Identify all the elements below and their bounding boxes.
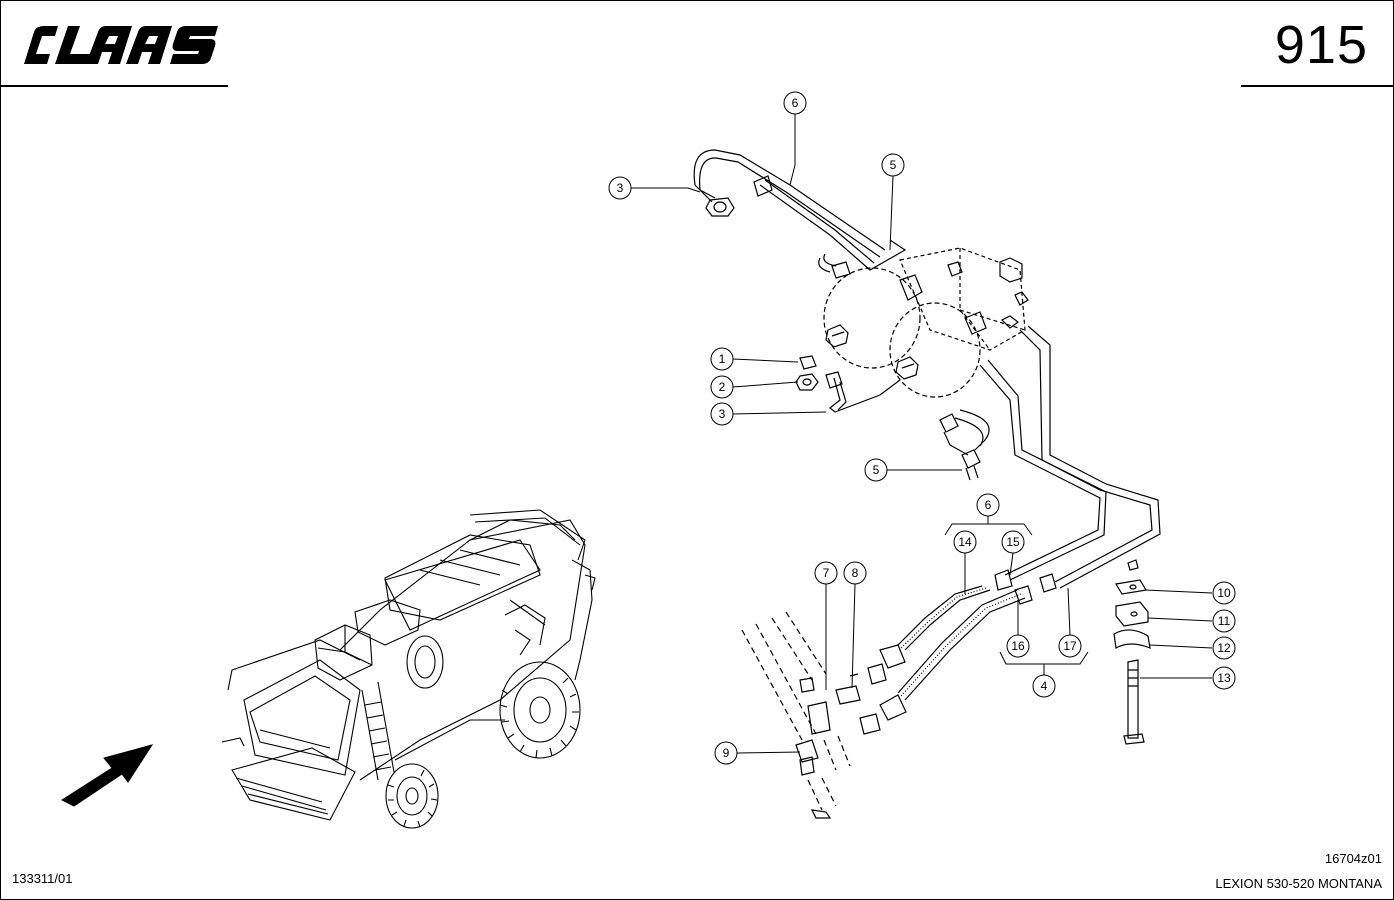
callout-8: 8 — [843, 561, 867, 585]
callout-14: 14 — [953, 530, 977, 554]
svg-text:6: 6 — [792, 96, 799, 110]
callout-13: 13 — [1212, 666, 1236, 690]
svg-text:16: 16 — [1011, 639, 1025, 653]
svg-text:4: 4 — [1041, 679, 1048, 693]
callout-6-mid: 6 — [976, 493, 1000, 517]
drawing-code: 16704z01 — [1324, 851, 1382, 866]
svg-text:11: 11 — [1218, 614, 1231, 628]
svg-text:12: 12 — [1217, 641, 1231, 655]
svg-text:14: 14 — [958, 535, 972, 549]
header-rule-right — [1241, 85, 1394, 87]
callout-11: 11 — [1212, 609, 1236, 633]
svg-text:7: 7 — [823, 566, 830, 580]
svg-text:5: 5 — [873, 463, 880, 477]
callout-15: 15 — [1001, 530, 1025, 554]
callout-9: 9 — [714, 741, 738, 765]
claas-logo — [24, 26, 218, 64]
svg-text:8: 8 — [852, 566, 859, 580]
figure-id: 133311/01 — [12, 871, 73, 886]
callout-3-mid: 3 — [710, 402, 734, 426]
callout-5-top: 5 — [881, 153, 905, 177]
callout-1: 1 — [710, 347, 734, 371]
svg-text:5: 5 — [890, 158, 897, 172]
svg-text:15: 15 — [1006, 535, 1020, 549]
callout-4: 4 — [1032, 674, 1056, 698]
svg-text:6: 6 — [985, 498, 992, 512]
leader-lines — [631, 114, 1213, 754]
svg-text:3: 3 — [719, 407, 726, 421]
callout-5-mid: 5 — [864, 458, 888, 482]
callout-2: 2 — [710, 375, 734, 399]
callout-16: 16 — [1006, 634, 1030, 658]
callout-12: 12 — [1212, 636, 1236, 660]
svg-text:13: 13 — [1217, 671, 1231, 685]
callout-17: 17 — [1058, 634, 1082, 658]
callout-10: 10 — [1212, 581, 1236, 605]
svg-text:10: 10 — [1217, 586, 1231, 600]
svg-text:17: 17 — [1063, 639, 1077, 653]
page-number: 915 — [1274, 15, 1368, 75]
header-rule-left — [0, 85, 228, 87]
callout-6-top: 6 — [783, 91, 807, 115]
callout-7: 7 — [814, 561, 838, 585]
svg-text:2: 2 — [719, 380, 726, 394]
hose-assembly — [741, 559, 1151, 819]
callouts: 6 5 3 1 2 3 5 6 14 15 7 8 16 17 4 9 10 1… — [608, 91, 1236, 765]
combine-harvester-illustration — [221, 509, 596, 829]
svg-text:9: 9 — [723, 746, 730, 760]
accumulator-assembly — [693, 149, 1161, 589]
model-name: LEXION 530-520 MONTANA — [1215, 876, 1382, 891]
callout-3-top: 3 — [608, 176, 632, 200]
svg-text:1: 1 — [719, 352, 726, 366]
direction-arrow-icon — [60, 744, 154, 807]
svg-text:3: 3 — [617, 181, 624, 195]
